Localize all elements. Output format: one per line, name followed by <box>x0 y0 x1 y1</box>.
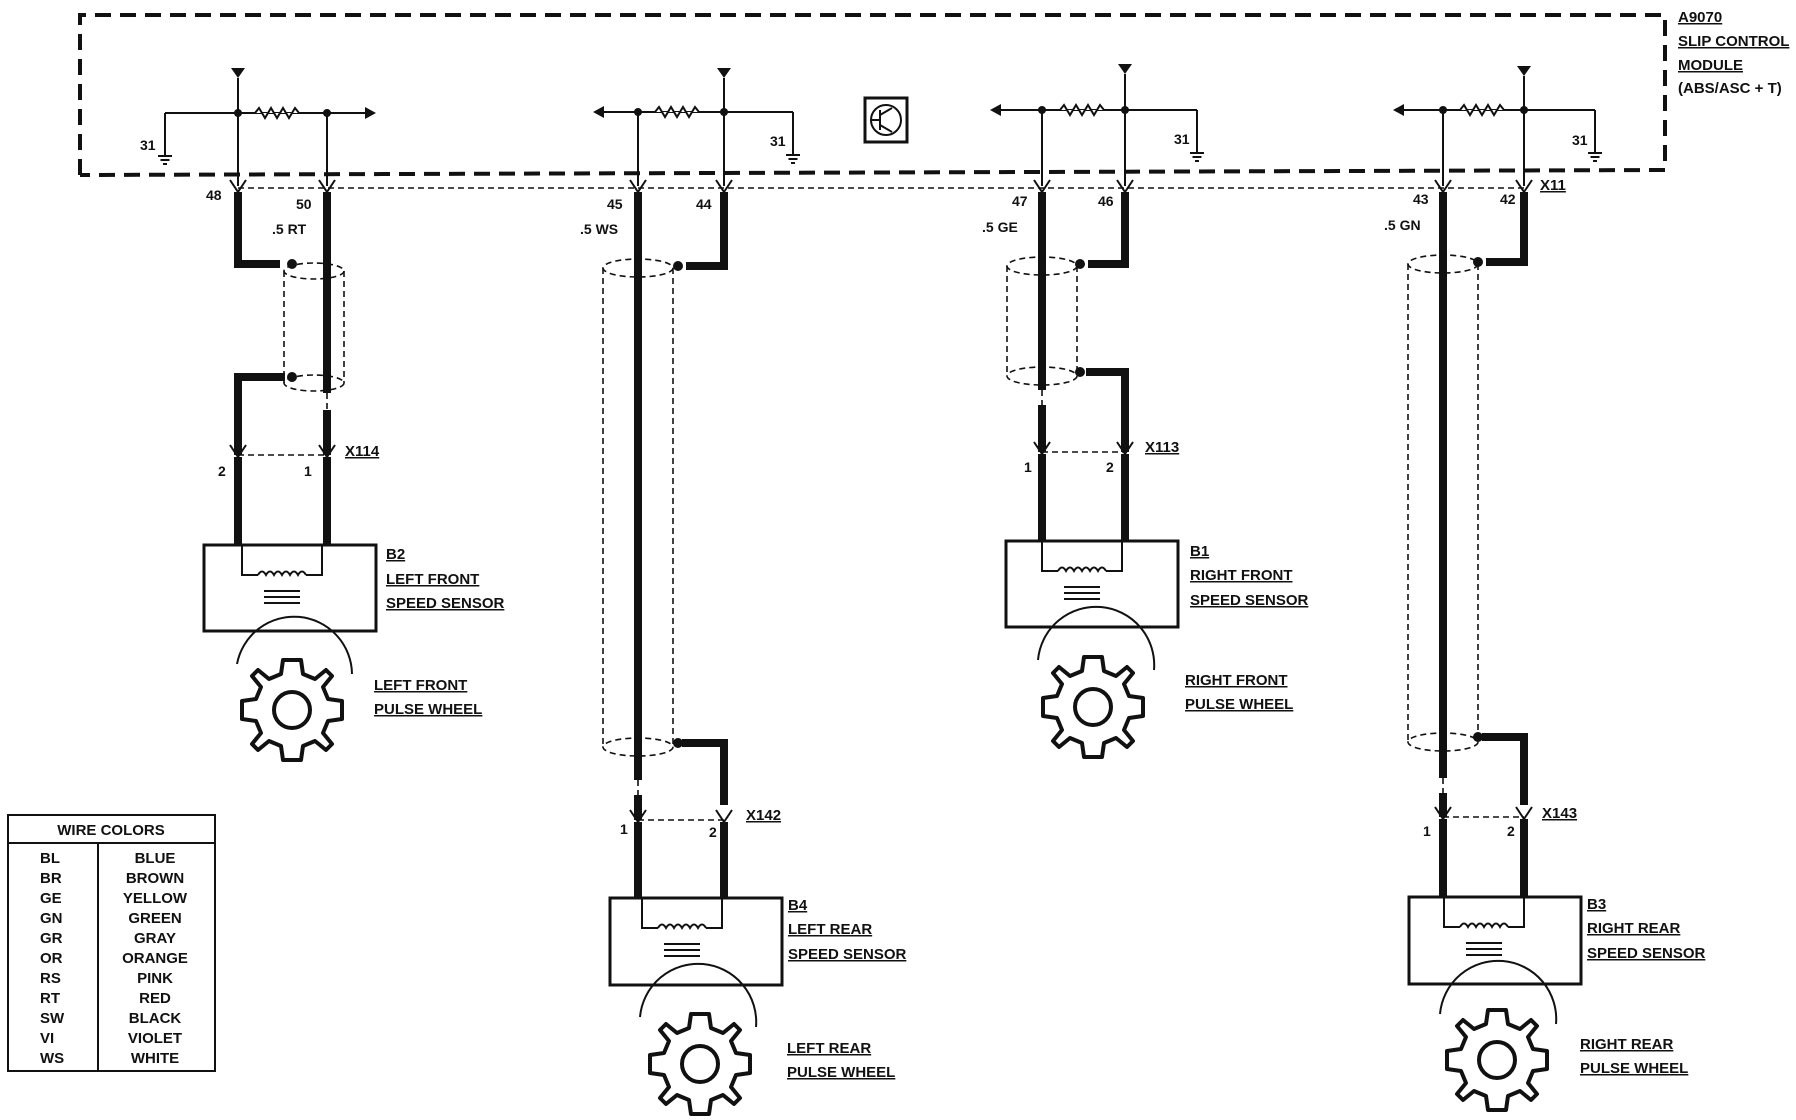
wheel-name-lf-1: LEFT FRONT <box>374 677 467 694</box>
sensor-name-rr-2: SPEED SENSOR <box>1587 945 1706 962</box>
ground-label-rf: 31 <box>1174 131 1190 147</box>
legend-rows: BL BLUE BR BROWN GE YELLOW GN GREEN GR GRAY OR ORAN… <box>40 850 188 1067</box>
legend-code: GE <box>40 890 62 907</box>
wheel-name-rf-1: RIGHT FRONT <box>1185 672 1288 689</box>
pulse-wheel-rf-icon <box>1037 605 1156 759</box>
pin-50: 50 <box>296 196 312 212</box>
legend-code: SW <box>40 1010 65 1027</box>
ground-label-lf: 31 <box>140 137 156 153</box>
sensor-box-rr <box>1407 895 1583 986</box>
internal-circuit-rf: 31 <box>990 64 1205 186</box>
wheel-name-rf-2: PULSE WHEEL <box>1185 696 1293 713</box>
x11-connector-label: X11 <box>1540 177 1566 194</box>
module-name-line1: SLIP CONTROL <box>1678 33 1789 50</box>
legend-color: BROWN <box>126 870 184 887</box>
ground-label-rr: 31 <box>1572 132 1588 148</box>
sensor-name-rf-2: SPEED SENSOR <box>1190 592 1309 609</box>
legend-color: BLACK <box>129 1010 182 1027</box>
internal-circuit-lf: 31 <box>140 68 376 186</box>
internal-circuit-rr: 31 <box>1393 66 1603 186</box>
legend-color: BLUE <box>135 850 176 867</box>
sensor-code-lr: B4 <box>788 897 808 914</box>
legend-color: ORANGE <box>122 950 188 967</box>
circuit-right-front: 47 46 .5 GE 1 2 X113 B1 RIGHT FRONT SPEE… <box>982 179 1309 759</box>
sensor-name-lf-1: LEFT FRONT <box>386 571 479 588</box>
legend-code: RS <box>40 970 61 987</box>
pin-48: 48 <box>206 187 222 203</box>
sensor-code-rf: B1 <box>1190 543 1209 560</box>
slip-control-module: A9070 SLIP CONTROL MODULE (ABS/ASC + T) … <box>78 9 1789 186</box>
module-name-line2: MODULE <box>1678 57 1743 74</box>
rf-pin-2: 2 <box>1106 459 1114 475</box>
sensor-box-rf <box>1004 539 1180 629</box>
lf-pin-1: 1 <box>304 463 312 479</box>
legend-color: WHITE <box>131 1050 179 1067</box>
legend-color: PINK <box>137 970 173 987</box>
legend-code: BL <box>40 850 60 867</box>
legend-title: WIRE COLORS <box>57 822 165 839</box>
lr-pin-1: 1 <box>620 821 628 837</box>
circuit-right-rear: 43 42 .5 GN 1 2 X143 B3 RIGHT REAR SPEED… <box>1384 179 1706 1112</box>
wheel-name-lr-1: LEFT REAR <box>787 1040 871 1057</box>
legend-code: WS <box>40 1050 64 1067</box>
wire-label-lf: .5 RT <box>272 221 307 237</box>
pin-47: 47 <box>1012 193 1028 209</box>
legend-code: VI <box>40 1030 54 1047</box>
legend-color: RED <box>139 990 171 1007</box>
pulse-wheel-rr-icon <box>1439 959 1558 1112</box>
internal-circuit-lr: 31 <box>593 68 801 186</box>
legend-code: BR <box>40 870 62 887</box>
wire-colors-legend: WIRE COLORS BL BLUE BR BROWN GE YELLOW GN GREEN… <box>7 814 216 1072</box>
module-name-line3: (ABS/ASC + T) <box>1678 80 1782 97</box>
pulse-wheel-lf-icon <box>236 615 353 762</box>
wheel-name-rr-1: RIGHT REAR <box>1580 1036 1674 1053</box>
circuit-left-front: 48 50 .5 RT 2 1 X114 B2 LEFT FRONT SPEED… <box>202 179 505 762</box>
transistor-icon <box>863 96 909 144</box>
legend-color: GREEN <box>128 910 181 927</box>
ground-label-lr: 31 <box>770 133 786 149</box>
module-code: A9070 <box>1678 9 1722 26</box>
lr-pin-2: 2 <box>709 824 717 840</box>
rf-pin-1: 1 <box>1024 459 1032 475</box>
pulse-wheel-lr-icon <box>639 962 758 1116</box>
pin-43: 43 <box>1413 191 1429 207</box>
wheel-name-lr-2: PULSE WHEEL <box>787 1064 895 1081</box>
wire-label-rr: .5 GN <box>1384 217 1421 233</box>
pin-45: 45 <box>607 196 623 212</box>
legend-code: RT <box>40 990 60 1007</box>
connector-x143: X143 <box>1542 805 1577 822</box>
legend-color: YELLOW <box>123 890 188 907</box>
legend-code: OR <box>40 950 63 967</box>
wire-label-lr: .5 WS <box>580 221 618 237</box>
wheel-name-rr-2: PULSE WHEEL <box>1580 1060 1688 1077</box>
legend-code: GR <box>40 930 63 947</box>
sensor-name-rf-1: RIGHT FRONT <box>1190 567 1293 584</box>
sensor-name-lr-2: SPEED SENSOR <box>788 946 907 963</box>
sensor-box-lf <box>202 543 378 633</box>
wheel-name-lf-2: PULSE WHEEL <box>374 701 482 718</box>
lf-pin-2: 2 <box>218 463 226 479</box>
sensor-box-lr <box>608 896 784 987</box>
rr-pin-2: 2 <box>1507 823 1515 839</box>
sensor-name-lf-2: SPEED SENSOR <box>386 595 505 612</box>
connector-x113: X113 <box>1145 439 1179 456</box>
pin-42: 42 <box>1500 191 1516 207</box>
legend-code: GN <box>40 910 63 927</box>
pin-46: 46 <box>1098 193 1114 209</box>
sensor-code-rr: B3 <box>1587 896 1606 913</box>
sensor-name-lr-1: LEFT REAR <box>788 921 872 938</box>
connector-x114: X114 <box>345 443 380 460</box>
connector-x142: X142 <box>746 807 781 824</box>
legend-color: GRAY <box>134 930 176 947</box>
sensor-code-lf: B2 <box>386 546 405 563</box>
rr-pin-1: 1 <box>1423 823 1431 839</box>
wire-label-rf: .5 GE <box>982 219 1018 235</box>
circuit-left-rear: 45 44 .5 WS 1 2 X142 B4 LEFT REAR SPEED … <box>580 179 907 1116</box>
legend-color: VIOLET <box>128 1030 182 1047</box>
sensor-name-rr-1: RIGHT REAR <box>1587 920 1681 937</box>
pin-44: 44 <box>696 196 712 212</box>
